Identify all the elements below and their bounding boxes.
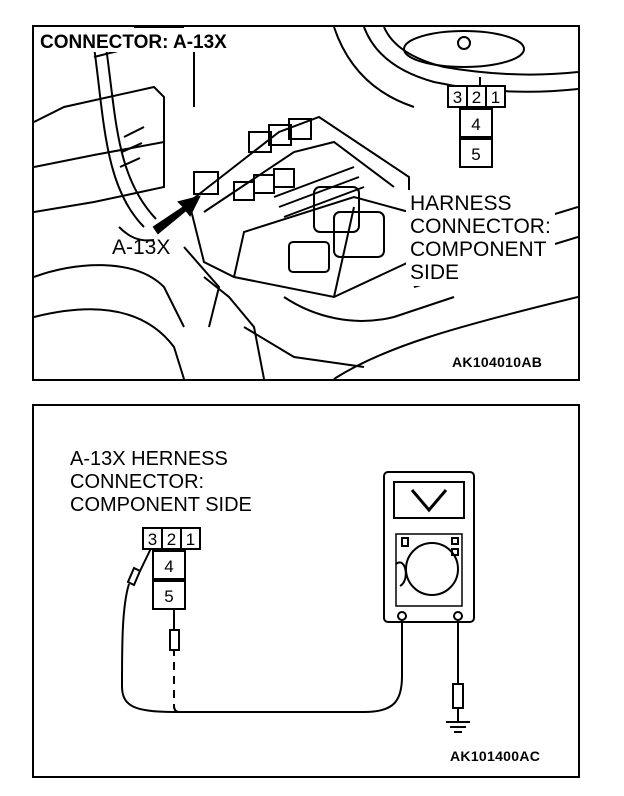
voltage-measurement-panel: A-13X HERNESS CONNECTOR: COMPONENT SIDE …: [32, 404, 580, 778]
pin-5: 5: [459, 138, 493, 168]
pin-1: 1: [485, 85, 506, 108]
pin-4: 4: [459, 108, 493, 138]
desc-line-1: A-13X HERNESS: [70, 448, 228, 470]
pin-2: 2: [161, 527, 182, 550]
figure-code-bottom: AK101400AC: [450, 748, 541, 764]
side-label-line-1: HARNESS: [410, 192, 512, 215]
pin-3: 3: [142, 527, 163, 550]
figure-code-top: AK104010AB: [452, 354, 543, 370]
pin-2: 2: [466, 85, 487, 108]
measurement-wiring-sketch: [121, 471, 475, 733]
connector-location-photo-panel: CONNECTOR: A-13X A-13X HARNESS CONNECTOR…: [32, 25, 580, 381]
pointer-arrow-icon: [152, 195, 201, 235]
side-label-line-2: CONNECTOR:: [410, 215, 551, 238]
pin-4: 4: [152, 550, 186, 580]
pin-5: 5: [152, 580, 186, 610]
desc-line-2: CONNECTOR:: [70, 471, 205, 493]
pointer-label: A-13X: [112, 236, 171, 259]
side-label-line-4: SIDE: [410, 261, 460, 284]
pin-1: 1: [180, 527, 201, 550]
connector-title: CONNECTOR: A-13X: [38, 32, 229, 53]
desc-line-3: COMPONENT SIDE: [70, 494, 252, 516]
connector-description-label: A-13X HERNESS CONNECTOR: COMPONENT SIDE: [70, 448, 252, 517]
pin-3: 3: [447, 85, 468, 108]
harness-connector-side-label: HARNESS CONNECTOR: COMPONENT SIDE: [406, 190, 555, 286]
side-label-line-3: COMPONENT: [410, 238, 547, 261]
